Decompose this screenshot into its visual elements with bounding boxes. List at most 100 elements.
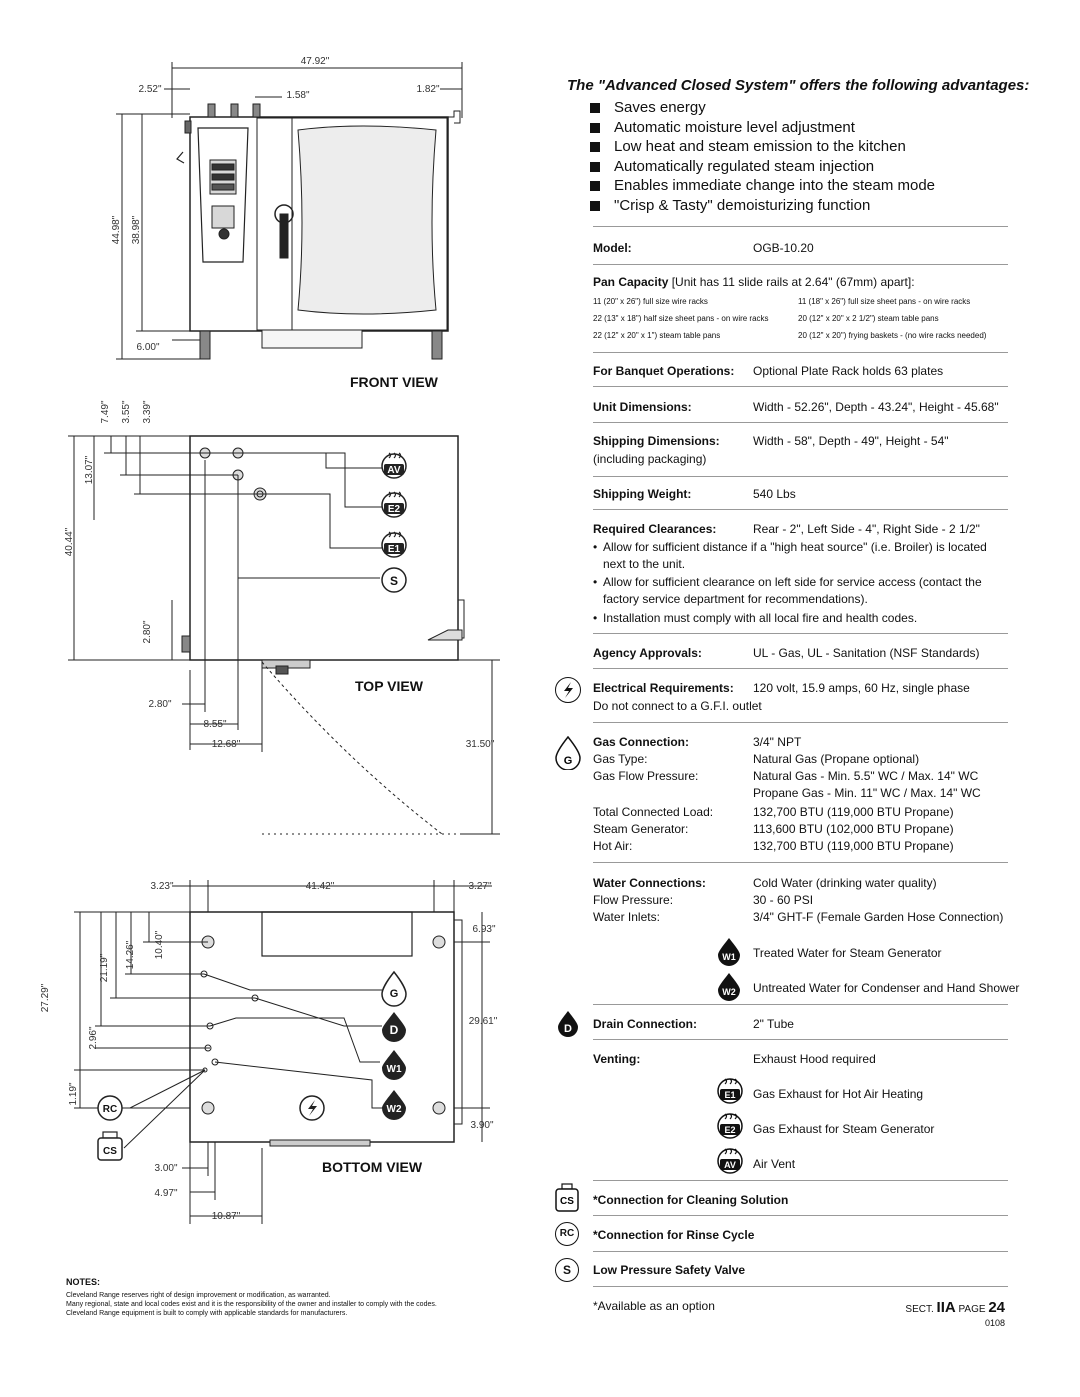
dim-label: 6.93" <box>472 924 495 935</box>
water-detail-row: Water Inlets:3/4" GHT-F (Female Garden H… <box>593 910 1004 924</box>
electrical-symbol-icon <box>299 1095 325 1121</box>
dim-label: 4.97" <box>154 1188 177 1199</box>
model-row: Model:OGB-10.20 <box>593 241 814 255</box>
svg-text:AV: AV <box>724 1160 736 1170</box>
svg-text:W2: W2 <box>722 987 736 997</box>
advantage-item: Automatically regulated steam injection <box>590 157 935 177</box>
svg-text:W1: W1 <box>722 952 736 962</box>
clearance-bullet: •Allow for sufficient distance if a "hig… <box>593 540 987 571</box>
technical-drawings: AV E2 E1 S G D W1 <box>40 56 500 1224</box>
shipping-dimensions-row: Shipping Dimensions:Width - 58", Depth -… <box>593 434 949 448</box>
badge-g-bottom: G <box>381 970 407 1007</box>
footer-sect: SECT. <box>905 1304 934 1315</box>
top-view-title: TOP VIEW <box>355 678 423 694</box>
footer-page-number: 24 <box>988 1299 1005 1316</box>
callout-d: D <box>390 1023 399 1037</box>
banquet-row: For Banquet Operations:Optional Plate Ra… <box>593 364 944 378</box>
pan-line: 22 (13" x 18") half size sheet pans - on… <box>593 314 939 323</box>
svg-text:D: D <box>564 1023 572 1035</box>
page-footer: SECT. IIA PAGE 24 0108 <box>905 1299 1005 1328</box>
gas-row: Gas Connection:3/4" NPT <box>593 735 802 749</box>
badge-e2-top: E2 <box>381 491 407 518</box>
dim-label: 47.92" <box>301 56 330 67</box>
clearance-bullet: •Allow for sufficient clearance on left … <box>593 575 982 606</box>
dim-label: 3.27" <box>468 881 491 892</box>
e1-exhaust-icon: E1 <box>717 1077 743 1110</box>
svg-text:E2: E2 <box>724 1125 735 1135</box>
cs-row: *Connection for Cleaning Solution <box>593 1193 789 1207</box>
w1-drop-icon: W1 <box>716 937 742 972</box>
w2-drop-icon: W2 <box>716 972 742 1007</box>
dim-label: 31.50" <box>466 739 495 750</box>
note-line: Cleveland Range reserves right of design… <box>66 1292 331 1299</box>
advantages-title: The "Advanced Closed System" offers the … <box>567 77 1030 94</box>
advantage-item: "Crisp & Tasty" demoisturizing function <box>590 196 935 216</box>
badge-d-bottom: D <box>382 1012 406 1042</box>
svg-text:CS: CS <box>560 1196 574 1207</box>
electrical-icon <box>555 677 581 703</box>
callout-s: S <box>390 574 398 588</box>
dim-label: 2.80" <box>148 699 171 710</box>
cs-bottle-icon: CS <box>554 1183 580 1218</box>
badge-w2-bottom: W2 <box>382 1090 406 1120</box>
dim-label: 40.44" <box>64 527 75 556</box>
callout-rc: RC <box>103 1104 117 1115</box>
venting-row: Venting:Exhaust Hood required <box>593 1052 876 1066</box>
dim-label: 21.19" <box>99 953 110 982</box>
footer-page-label: PAGE <box>958 1304 986 1315</box>
rc-row: *Connection for Rinse Cycle <box>593 1228 755 1242</box>
shipping-dimensions-note: (including packaging) <box>593 452 707 466</box>
dim-label: 1.58" <box>286 90 309 101</box>
s-badge-icon: S <box>555 1258 579 1282</box>
callout-e1: E1 <box>388 544 401 555</box>
top-view-drawing <box>68 435 500 835</box>
advantage-item: Low heat and steam emission to the kitch… <box>590 137 935 157</box>
svg-text:E1: E1 <box>724 1090 735 1100</box>
dim-label: 3.39" <box>142 400 153 423</box>
advantage-item: Saves energy <box>590 98 935 118</box>
rc-badge-icon: RC <box>555 1222 579 1246</box>
water-detail-row: Flow Pressure:30 - 60 PSI <box>593 893 814 907</box>
dim-label: 10.40" <box>154 930 165 959</box>
dim-label: 8.55" <box>203 719 226 730</box>
footer-section-id: IIA <box>936 1299 956 1316</box>
dim-label: 7.49" <box>100 400 111 423</box>
callout-w1: W1 <box>387 1064 402 1075</box>
e2-exhaust-icon: E2 <box>717 1112 743 1145</box>
dim-label: 3.55" <box>121 400 132 423</box>
dim-label: 10.87" <box>212 1211 241 1222</box>
callout-cs: CS <box>103 1146 117 1157</box>
dim-label: 44.98" <box>111 215 122 244</box>
dim-label: 6.00" <box>136 342 159 353</box>
notes: NOTES: Cleveland Range reserves right of… <box>66 1278 437 1318</box>
dim-label: 12.68" <box>212 739 241 750</box>
electrical-note: Do not connect to a G.F.I. outlet <box>593 699 762 713</box>
option-note: *Available as an option <box>593 1299 715 1313</box>
dim-label: 2.80" <box>142 620 153 643</box>
s-row: Low Pressure Safety Valve <box>593 1263 746 1277</box>
shipping-weight-row: Shipping Weight:540 Lbs <box>593 487 796 501</box>
dim-label: 41.42" <box>306 881 335 892</box>
dim-label: 2.96" <box>88 1026 99 1049</box>
note-line: Cleveland Range equipment is built to co… <box>66 1310 348 1317</box>
callout-w2: W2 <box>387 1104 402 1115</box>
advantages-list: Saves energy Automatic moisture level ad… <box>590 98 935 215</box>
gas-detail-row: Total Connected Load:132,700 BTU (119,00… <box>593 805 954 819</box>
dim-label: 3.23" <box>150 881 173 892</box>
dim-label: 14.26" <box>125 940 136 969</box>
clearance-bullet: •Installation must comply with all local… <box>593 611 918 625</box>
av-vent-icon: AV <box>717 1147 743 1180</box>
advantage-item: Enables immediate change into the steam … <box>590 176 935 196</box>
dim-label: 3.00" <box>154 1163 177 1174</box>
dim-label: 2.52" <box>138 84 161 95</box>
gas-detail-row: Gas Flow Pressure:Natural Gas - Min. 5.5… <box>593 769 979 783</box>
dim-label: 1.19" <box>68 1082 79 1105</box>
water-row: Water Connections:Cold Water (drinking w… <box>593 876 937 890</box>
drain-row: Drain Connection:2" Tube <box>593 1017 794 1031</box>
front-view-title: FRONT VIEW <box>350 374 438 390</box>
electrical-row: Electrical Requirements:120 volt, 15.9 a… <box>593 681 970 695</box>
badge-e1-top: E1 <box>381 531 407 558</box>
bottom-view-title: BOTTOM VIEW <box>322 1159 423 1175</box>
